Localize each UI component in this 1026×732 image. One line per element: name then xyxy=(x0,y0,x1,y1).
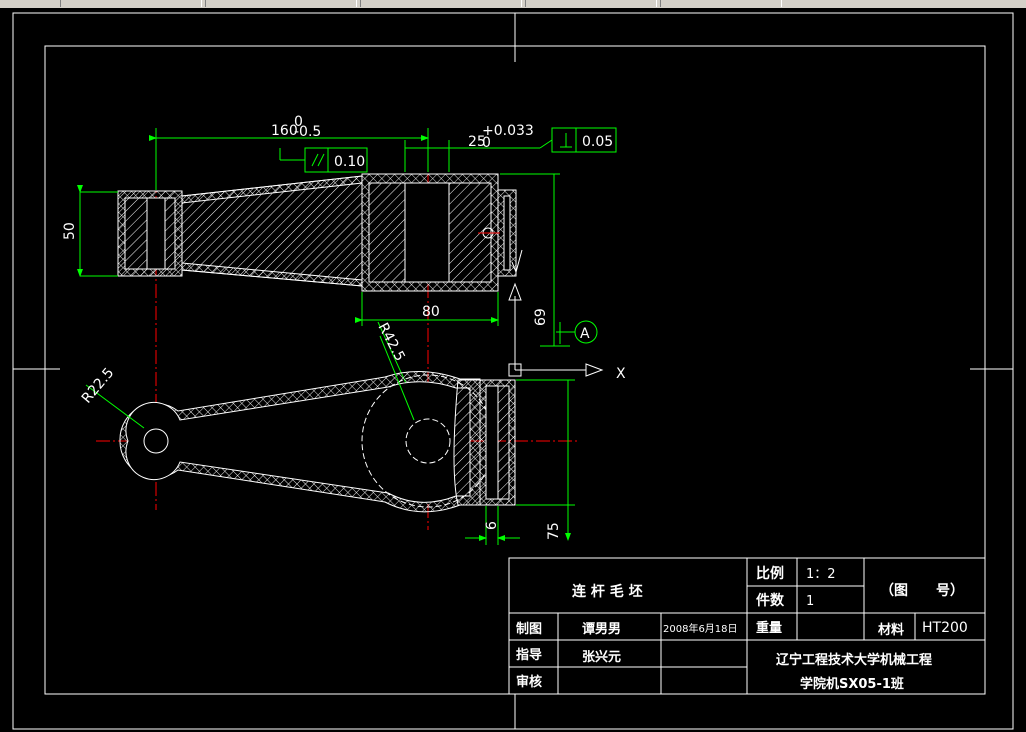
dim-50: 50 xyxy=(62,222,78,240)
school-line-1: 辽宁工程技术大学机械工程 xyxy=(776,652,932,668)
material-label: 材料 xyxy=(878,622,904,638)
front-view-dimensions xyxy=(85,335,575,545)
perpendicularity-tolerance: 0.05 xyxy=(582,134,613,150)
dim-25-lower-tol: 0 xyxy=(482,135,491,151)
toolbar-tab[interactable] xyxy=(660,0,782,7)
review-label: 审核 xyxy=(516,674,542,690)
axis-x-arrow xyxy=(585,363,604,377)
dim-r42: R42.5 xyxy=(374,320,407,364)
small-end-hole xyxy=(143,428,169,454)
surface-finish-mark xyxy=(511,249,523,274)
big-end-hole xyxy=(405,418,451,464)
axis-x-label: X xyxy=(616,366,626,382)
small-end-bore xyxy=(146,197,166,270)
school-line-2: 学院机SX05-1班 xyxy=(800,676,904,692)
part-name: 连 杆 毛 坯 xyxy=(572,583,643,600)
centering-marks xyxy=(13,13,1013,729)
scale-label: 比例 xyxy=(756,565,784,582)
dim-160-lower-tol: -0.5 xyxy=(294,124,321,140)
toolbar-tab[interactable] xyxy=(205,0,357,7)
front-view xyxy=(96,282,604,513)
title-block-frame xyxy=(508,557,986,695)
big-end-bore xyxy=(404,182,450,283)
guide-name: 张兴元 xyxy=(582,649,621,665)
toolbar-tab[interactable] xyxy=(360,0,522,7)
dim-r22: R22.5 xyxy=(79,365,118,407)
toolbar-tab[interactable] xyxy=(60,0,202,7)
toolbar-tab[interactable] xyxy=(525,0,657,7)
dim-25-upper-tol: +0.033 xyxy=(482,123,534,139)
material-value: HT200 xyxy=(922,620,968,636)
drawing-number: （图 号） xyxy=(880,583,964,599)
parallelism-tolerance: 0.10 xyxy=(334,154,365,170)
boss-bore xyxy=(485,385,499,500)
dim-6: 6 xyxy=(484,521,500,530)
dim-160: 160 xyxy=(271,123,298,139)
top-section-view xyxy=(117,130,523,530)
window-toolbar-strip xyxy=(0,0,1026,8)
qty-value: 1 xyxy=(806,594,814,609)
axis-z-arrow xyxy=(508,282,522,301)
dim-160-upper-tol: 0 xyxy=(294,114,303,130)
qty-label: 件数 xyxy=(756,592,785,609)
sheet-outer-border xyxy=(12,12,1014,730)
dim-25: 25 xyxy=(468,134,486,150)
drawn-date: 2008年6月18日 xyxy=(663,622,738,635)
dim-80: 80 xyxy=(422,304,440,320)
dim-75: 75 xyxy=(546,522,562,540)
scale-value: 1：2 xyxy=(806,567,836,582)
guide-label: 指导 xyxy=(516,647,542,663)
weight-label: 重量 xyxy=(756,620,782,636)
dim-69: 69 xyxy=(533,308,549,326)
big-end-boss xyxy=(497,189,517,277)
drawn-name: 谭男男 xyxy=(582,622,621,637)
datum-label: A xyxy=(580,326,590,342)
drawn-label: 制图 xyxy=(516,621,542,637)
symbol-glyphs xyxy=(311,133,572,167)
